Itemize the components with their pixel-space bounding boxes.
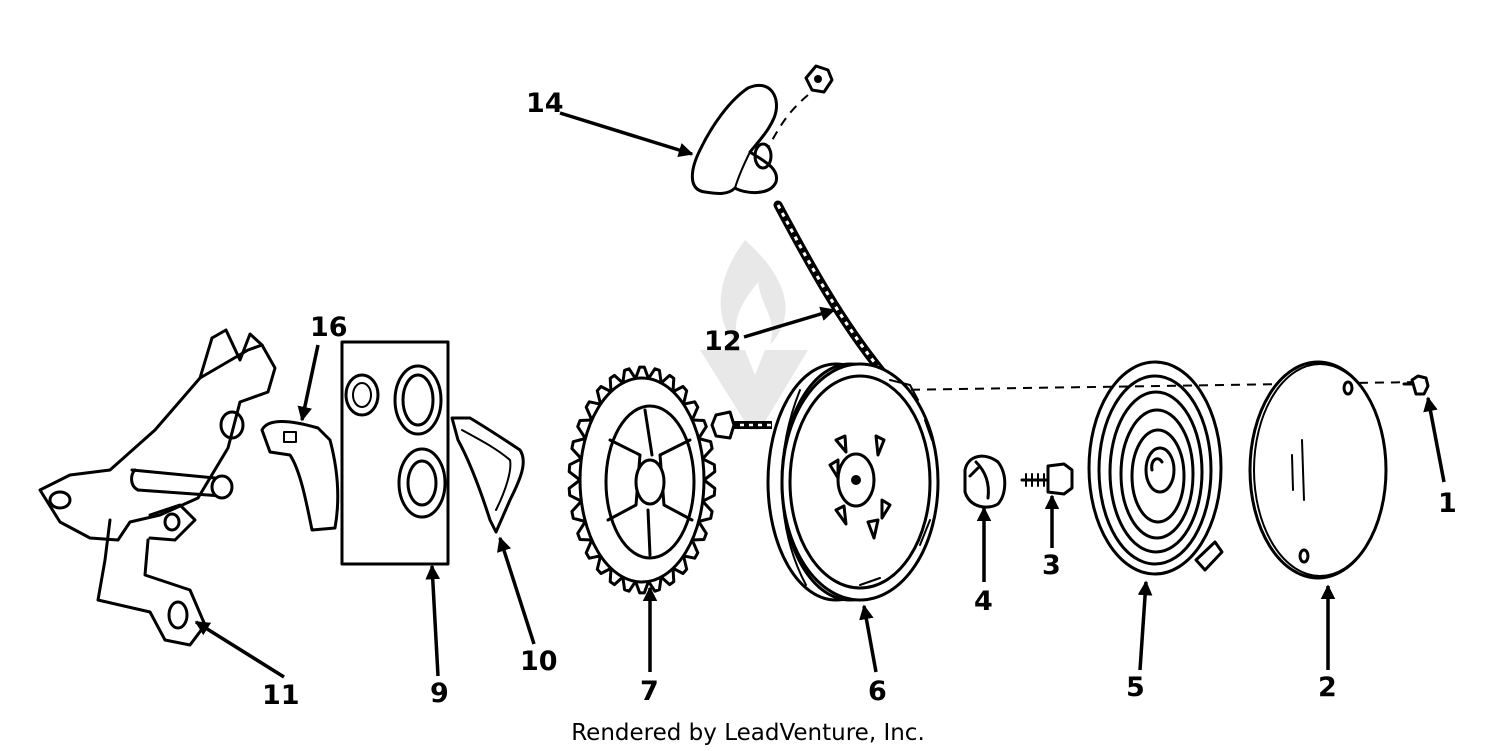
part-label-5: 5	[1126, 672, 1145, 703]
recoil-spring-part	[1087, 360, 1224, 576]
cover-part	[1248, 360, 1388, 580]
starter-handle-part	[690, 83, 779, 195]
handle-insert-part	[804, 64, 834, 94]
screw-part	[1020, 462, 1074, 496]
part-number-labels: 14 12 16 11 9 10 7 6 4 3 5 2 1	[262, 88, 1457, 711]
housing-plate-part	[340, 340, 450, 566]
part-label-10: 10	[520, 646, 558, 677]
part-label-4: 4	[974, 586, 993, 617]
pawl-part	[260, 420, 340, 532]
leader-arrows	[194, 111, 1446, 679]
part-label-12: 12	[704, 326, 742, 357]
part-label-14: 14	[526, 88, 564, 119]
pulley-vanes	[828, 434, 892, 540]
watermark-logo	[700, 240, 808, 430]
part-label-7: 7	[640, 676, 659, 707]
small-screw-part	[1402, 374, 1430, 396]
part-label-2: 2	[1318, 672, 1337, 703]
part-label-11: 11	[262, 680, 300, 711]
part-label-16: 16	[310, 312, 348, 343]
brake-spring-part	[450, 416, 525, 534]
part-label-9: 9	[430, 678, 449, 709]
part-label-6: 6	[868, 676, 887, 707]
pulley-part	[766, 362, 940, 602]
ratchet-gear-part	[567, 365, 717, 595]
render-credit: Rendered by LeadVenture, Inc.	[571, 720, 925, 746]
part-label-1: 1	[1438, 488, 1457, 519]
part-label-3: 3	[1042, 550, 1061, 581]
starter-rope-part	[710, 200, 887, 440]
starter-bracket-part	[38, 328, 277, 647]
cam-retainer-part	[963, 454, 1007, 509]
